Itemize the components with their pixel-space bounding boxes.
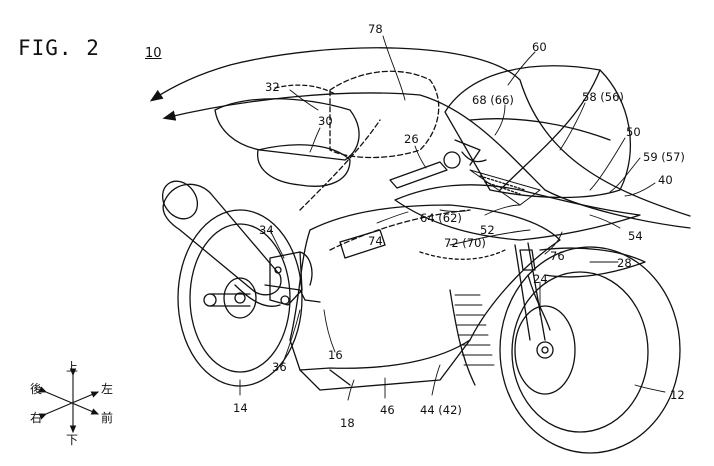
callout-76: 76 [550, 249, 565, 263]
front-wheel [499, 246, 681, 454]
seat [257, 144, 351, 187]
windscreen [444, 65, 632, 199]
callout-58: 58 (56) [582, 90, 624, 104]
callout-74: 74 [368, 234, 383, 248]
footrest-bracket [269, 251, 303, 306]
callout-24: 24 [533, 272, 548, 286]
callout-30: 30 [318, 114, 333, 128]
callout-46: 46 [380, 403, 395, 417]
callout-32: 32 [265, 80, 280, 94]
direction-right-label: 右 [30, 411, 43, 425]
tail-cowl [214, 98, 360, 161]
direction-up-label: 上 [66, 360, 79, 374]
callout-34: 34 [259, 223, 274, 237]
callout-52: 52 [480, 223, 495, 237]
callout-68: 68 (66) [472, 93, 514, 107]
callout-36: 36 [272, 360, 287, 374]
callout-72: 72 (70) [444, 236, 486, 250]
direction-rear-label: 後 [30, 382, 43, 396]
callout-59: 59 (57) [643, 150, 685, 164]
overall-reference-numeral: 10 [145, 46, 162, 61]
callout-44: 44 (42) [420, 403, 462, 417]
airflow-upper-arrow [149, 47, 691, 217]
callout-40: 40 [658, 173, 673, 187]
callout-18: 18 [340, 416, 355, 430]
callout-50: 50 [626, 125, 641, 139]
front-fork [514, 242, 546, 341]
direction-down-label: 下 [66, 433, 79, 447]
callout-64: 64 (62) [420, 211, 462, 225]
direction-front-label: 前 [101, 411, 114, 425]
callout-26: 26 [404, 132, 419, 146]
side-fairing [289, 204, 561, 371]
figure-title: FIG. 2 [18, 36, 100, 60]
direction-left-label: 左 [101, 382, 114, 396]
front-fender [539, 247, 646, 278]
fuel-tank [329, 70, 440, 159]
callout-12: 12 [670, 388, 685, 402]
callout-16: 16 [328, 348, 343, 362]
callout-14: 14 [233, 401, 248, 415]
callout-78: 78 [368, 22, 383, 36]
direction-indicator [38, 368, 100, 434]
exhaust-muffler [162, 183, 282, 296]
callout-28: 28 [617, 256, 632, 270]
callout-60: 60 [532, 40, 547, 54]
callout-54: 54 [628, 229, 643, 243]
handlebar-left [389, 161, 448, 189]
front-cowl [394, 184, 641, 241]
